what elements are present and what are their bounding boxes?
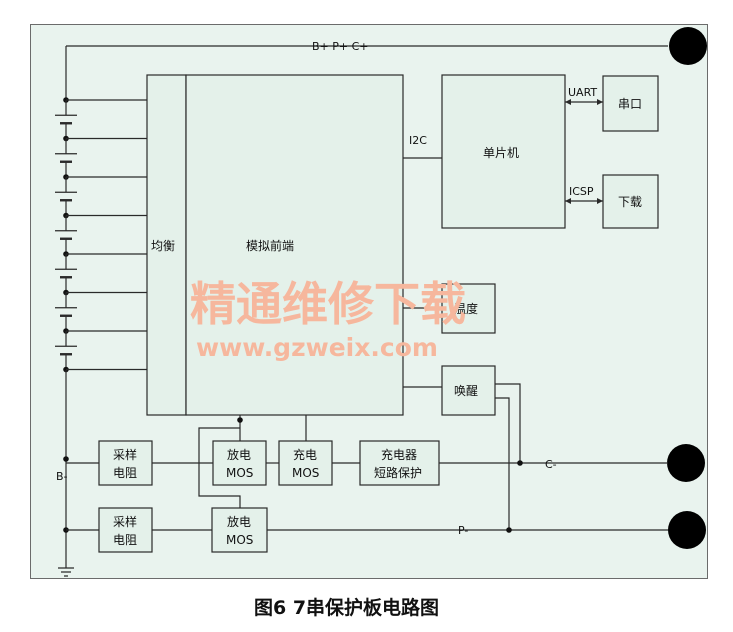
download-label: 下载 [618,195,642,209]
afe-block [185,74,404,416]
afe-label: 模拟前端 [246,238,294,253]
temp-label: 温度 [454,301,478,316]
top-rail-label: B+ P+ C+ [312,40,369,53]
charge-line2: MOS [292,466,319,480]
afe-to-discharge2-wire [198,427,241,508]
p-minus-label: P- [458,524,468,537]
download-block [602,174,659,229]
charger-short-protection [359,440,440,486]
discharge2-line1: 放电 [227,514,251,529]
balance-label: 均衡 [151,239,175,253]
charger-line1: 充电器 [381,447,417,462]
balance-block [146,74,187,416]
terminal-c-minus [667,444,705,482]
charge-line1: 充电 [293,447,317,462]
ground-icon [58,567,74,577]
p-minus-node [506,527,512,533]
c-minus-node [517,460,523,466]
sample2-line1: 采样 [113,514,137,529]
discharge-mos-2 [211,507,268,553]
mcu-label: 单片机 [483,146,519,160]
top-rail: B+ P+ C+ [65,40,668,100]
sample-resistor-1 [98,440,153,486]
mcu-block [441,74,566,229]
watermark-title: 精通维修下载 [190,277,466,331]
figure-caption: 图6 7串保护板电路图 [254,596,439,619]
watermark-url: www.gzweix.com [196,333,438,362]
wake-label: 唤醒 [454,384,478,398]
charger-line2: 短路保护 [374,465,422,480]
sample1-line2: 电阻 [113,466,137,480]
temp-block [441,283,496,334]
terminal-top [669,27,707,65]
b-minus-label: B- [56,470,68,483]
c-minus-label: C- [545,458,557,471]
serial-label: 串口 [618,97,642,111]
balance-taps [66,99,147,371]
sample1-line1: 采样 [113,447,137,462]
sample2-line2: 电阻 [113,533,137,547]
discharge1-line2: MOS [226,466,253,480]
uart-label: UART [568,86,597,99]
discharge1-line1: 放电 [227,447,251,462]
terminal-p-minus [668,511,706,549]
icsp-label: ICSP [569,185,594,198]
discharge2-line2: MOS [226,533,253,547]
serial-block [602,75,659,132]
afe-gate-node [237,417,243,423]
wake-block [441,365,496,416]
i2c-label: I2C [409,134,427,147]
wake-to-p-wire [495,397,510,530]
wake-to-c-wire [495,383,521,463]
b-minus-node [63,456,69,462]
